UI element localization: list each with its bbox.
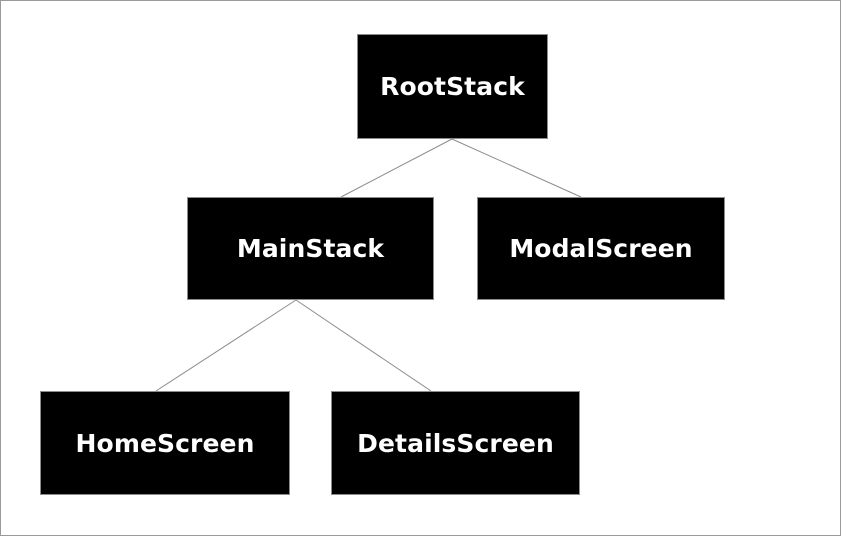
node-rootstack-label: RootStack: [380, 72, 525, 101]
edge-root-to-modal: [451, 138, 582, 198]
node-homescreen[interactable]: HomeScreen: [40, 391, 290, 495]
node-mainstack[interactable]: MainStack: [187, 197, 434, 300]
node-modalscreen[interactable]: ModalScreen: [477, 197, 725, 300]
node-detailsscreen[interactable]: DetailsScreen: [331, 391, 580, 495]
node-homescreen-label: HomeScreen: [75, 428, 255, 458]
node-modalscreen-label: ModalScreen: [509, 234, 693, 263]
edge-root-to-main: [340, 138, 453, 198]
node-mainstack-label: MainStack: [236, 234, 385, 263]
node-rootstack[interactable]: RootStack: [357, 34, 548, 139]
node-detailsscreen-label: DetailsScreen: [357, 428, 554, 458]
edge-main-to-details: [295, 299, 432, 392]
edge-main-to-home: [155, 299, 297, 392]
